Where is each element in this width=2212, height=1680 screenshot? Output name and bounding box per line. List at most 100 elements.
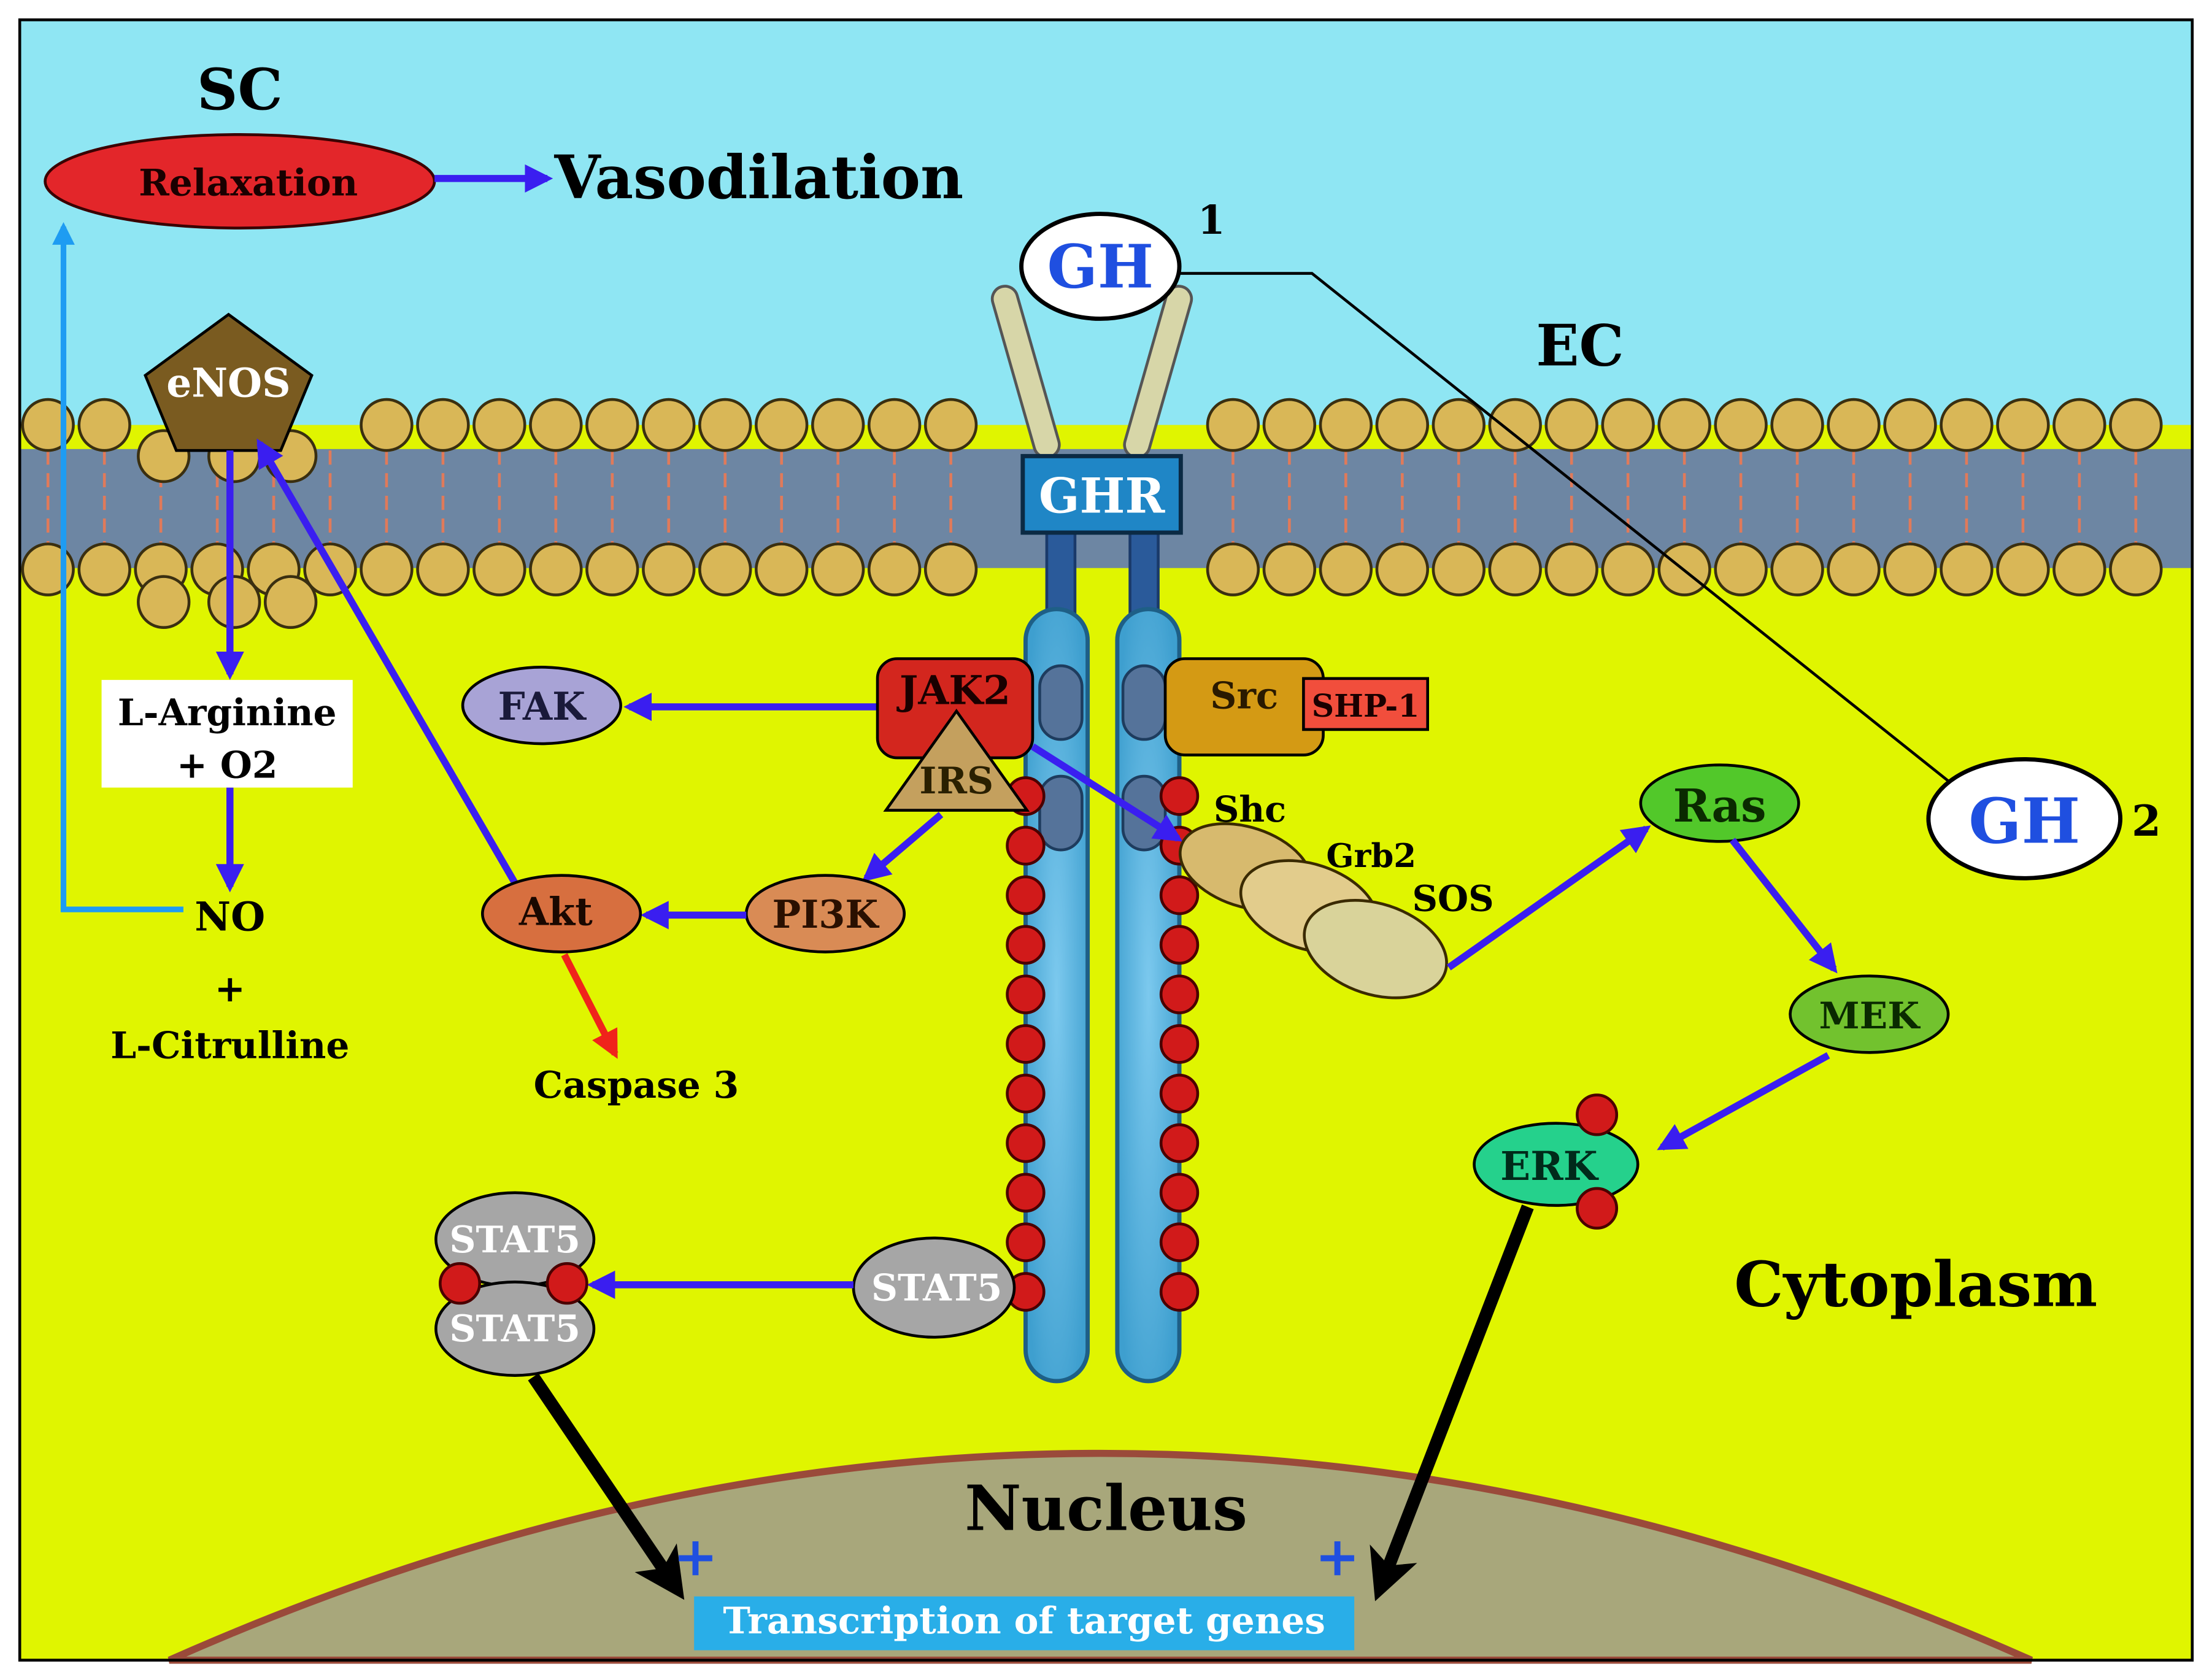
lipid-head (2109, 398, 2163, 452)
lipid-head (867, 542, 922, 596)
phospho-site (1006, 1073, 1046, 1114)
phospho-site (1159, 875, 1200, 915)
arrow-akt-to-enos (256, 438, 520, 887)
lipid-head (207, 575, 261, 630)
shp1-label: SHP-1 (1312, 687, 1420, 724)
stat5-phospho-right (545, 1262, 588, 1305)
lipid-head (867, 398, 922, 452)
ec-label: EC (1536, 312, 1624, 379)
shp1-node (1302, 677, 1429, 731)
vasodilation-label: Vasodilation (554, 142, 964, 212)
relaxation-label: Relaxation (139, 161, 358, 204)
lipid-head (1206, 398, 1260, 452)
phospho-site (1006, 1222, 1046, 1262)
transcription-box (694, 1596, 1355, 1651)
lipid-head (585, 542, 639, 596)
lipid-head (811, 542, 865, 596)
gh-2-label: GH (1968, 784, 2080, 857)
lipid-head (755, 542, 809, 596)
sos-node (1303, 899, 1448, 1000)
phospho-site (1006, 1173, 1046, 1213)
lipid-head (923, 398, 978, 452)
ghr-label: GHR (1039, 468, 1165, 525)
arrow-stat5-to-nucleus (528, 1373, 685, 1600)
lipid-head (1714, 398, 1768, 452)
lipid-head (1996, 542, 2050, 596)
figure-frame (18, 18, 2194, 1662)
erk-label: ERK (1500, 1143, 1599, 1190)
lipid-head (1375, 398, 1429, 452)
gh-connector-line (1179, 272, 1965, 795)
shc-label: Shc (1214, 788, 1286, 830)
gh-1-number: 1 (1198, 197, 1225, 244)
sc-label: SC (197, 56, 283, 123)
lipid-head (923, 542, 978, 596)
fak-label: FAK (498, 684, 587, 729)
arrow-mek-to-erk (1657, 1052, 1830, 1151)
l-arginine-box (101, 680, 353, 788)
pi3k-label: PI3K (773, 892, 880, 937)
lipid-head (585, 398, 639, 452)
lipid-head (472, 398, 526, 452)
lipid-head (1262, 398, 1317, 452)
lipid-head (1488, 542, 1542, 596)
stat5-dimer-bottom-node (434, 1280, 596, 1377)
arrow-sos-to-ras (1446, 825, 1651, 971)
lipid-head (698, 398, 752, 452)
lipid-head (1940, 398, 1994, 452)
ghr-box: GHR (1020, 453, 1183, 535)
gh-2-number: 2 (2132, 796, 2161, 846)
lipid-head (529, 542, 583, 596)
arrow-ras-to-mek (1729, 838, 1838, 974)
erk-node (1473, 1122, 1640, 1207)
gh-1-label: GH (1047, 231, 1154, 301)
mek-label: MEK (1819, 995, 1921, 1038)
phospho-site (1006, 925, 1046, 965)
arrow-irs-to-pi3k (861, 812, 944, 882)
src-label: Src (1210, 674, 1278, 717)
phospho-site (1006, 1123, 1046, 1163)
phospho-site (1159, 1024, 1200, 1064)
lipid-head (1996, 398, 2050, 452)
lipid-head (755, 398, 809, 452)
phospho-site (1159, 1222, 1200, 1262)
lipid-head (1262, 542, 1317, 596)
gh-ligand-1 (1019, 212, 1182, 321)
grb2-label: Grb2 (1326, 837, 1416, 875)
phospho-site (1159, 974, 1200, 1014)
lipid-head (263, 575, 318, 630)
stat5-phospho-left (439, 1262, 481, 1305)
lipid-head (1657, 398, 1711, 452)
arrow-akt-to-caspase3 (561, 953, 619, 1059)
arrow-jak2-to-shc (1030, 743, 1183, 842)
jak2-label: JAK2 (896, 667, 1011, 714)
phospho-site (1159, 1173, 1200, 1213)
lipid-head (1432, 542, 1486, 596)
lipid-head (1883, 542, 1937, 596)
l-citrulline-label: L-Citrulline (110, 1024, 349, 1067)
phospho-site (1159, 776, 1200, 816)
lipid-head (1206, 542, 1260, 596)
fak-node (461, 666, 622, 746)
phospho-site (1006, 875, 1046, 915)
akt-node (480, 874, 642, 954)
erk-phospho-bottom (1576, 1187, 1619, 1230)
receptor-phosphorylation-sites-left (1006, 776, 1046, 1312)
lipid-head (2052, 542, 2106, 596)
irs-label: IRS (919, 760, 993, 803)
lipid-head (642, 542, 696, 596)
lipid-head (77, 398, 131, 452)
enos-label: eNOS (166, 360, 290, 406)
lipid-head (1601, 542, 1655, 596)
stat5-monomer-label: STAT5 (871, 1266, 1003, 1309)
akt-label: Akt (518, 889, 593, 934)
no-label: NO (195, 894, 265, 941)
gh-ligand-2 (1926, 757, 2123, 880)
mek-node (1789, 974, 1950, 1054)
lipid-head (1488, 398, 1542, 452)
phospho-site (1006, 974, 1046, 1014)
phospho-site (1006, 1024, 1046, 1064)
phospho-site (1159, 925, 1200, 965)
lipid-head (1375, 542, 1429, 596)
